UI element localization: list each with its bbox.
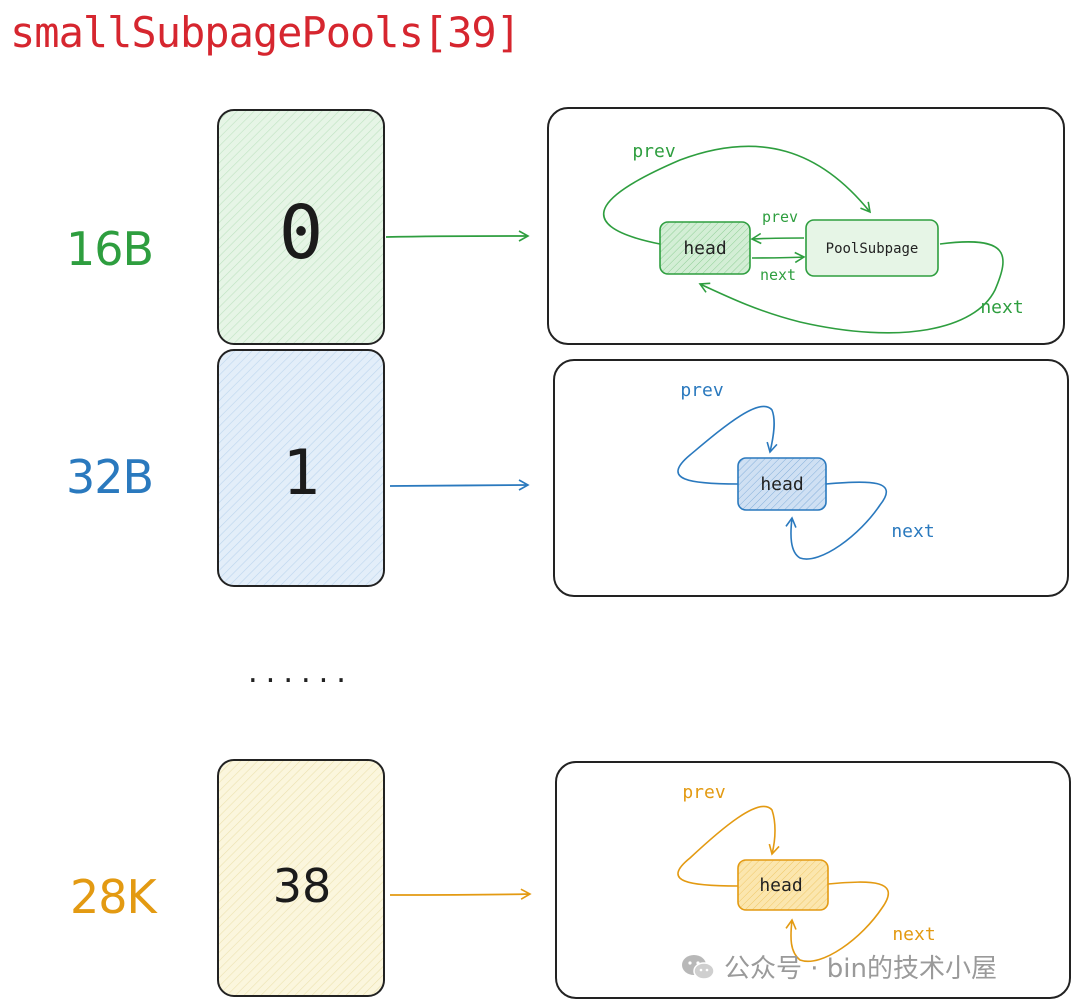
page-title: smallSubpagePools[39] [10,8,521,57]
next-arrow-28k [785,881,889,963]
ellipsis: ...... [245,659,351,689]
prev-arrow-32b [677,405,778,485]
size-label-28k: 28K [70,870,157,924]
next-outer-label-16b: next [980,297,1023,318]
prev-label-32b: prev [680,380,723,401]
prev-inner-arrow-16b [750,232,805,245]
next-arrow-32b [785,481,887,560]
prev-outer-label-16b: prev [632,141,675,162]
slot-index-1: 1 [282,436,319,509]
pool-slot-38 [217,759,385,997]
watermark: 公众号 · bin的技术小屋 [680,948,997,985]
slot-1-arrow [389,479,530,491]
next-inner-label-16b: next [760,266,796,284]
size-label-32b: 32B [66,450,154,504]
size-label-16b: 16B [66,222,154,276]
slot-38-arrow [389,888,532,900]
next-outer-arrow-16b [698,241,1004,334]
next-inner-arrow-16b [751,251,806,264]
prev-outer-arrow-16b [603,145,872,245]
slot-index-0: 0 [279,190,324,276]
pool-subpage-node [805,219,939,277]
head-label-28k: head [759,875,802,896]
next-label-32b: next [891,521,934,542]
pool-subpage-label: PoolSubpage [826,241,919,257]
watermark-text: 公众号 · bin的技术小屋 [724,954,998,984]
prev-label-28k: prev [682,782,725,803]
prev-arrow-28k [677,805,780,887]
head-label-32b: head [760,474,803,495]
pool-slot-0 [217,109,385,345]
wechat-icon [682,954,715,980]
slot-index-38: 38 [273,859,332,913]
prev-inner-label-16b: prev [762,208,798,226]
next-label-28k: next [892,924,935,945]
slot-0-arrow [385,230,530,242]
head-label-16b: head [683,238,726,259]
head-node-16b [659,221,751,275]
head-node-28k [737,859,829,911]
pool-slot-1 [217,349,385,587]
